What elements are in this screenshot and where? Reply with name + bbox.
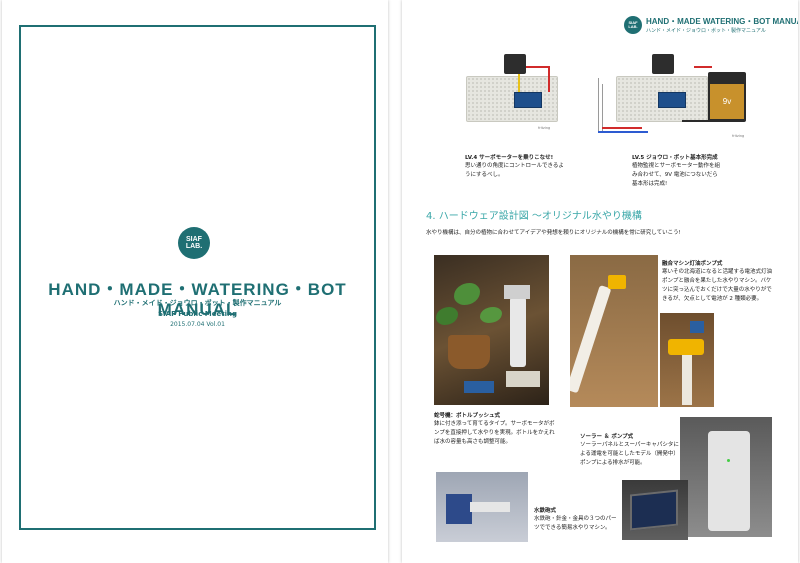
probe-wire xyxy=(598,78,599,132)
cover-frame: SIAF LAB. HAND・MADE・WATERING・BOT MANUAL … xyxy=(19,25,376,530)
red-wire xyxy=(602,127,642,129)
fritzing-label: fritzing xyxy=(732,134,745,138)
pump-handle xyxy=(668,339,704,355)
plant-leaf xyxy=(454,283,480,305)
breadboard xyxy=(506,371,540,387)
arduino-board xyxy=(514,92,542,108)
photo-bottle-push xyxy=(434,255,549,405)
note-lv5-body: 植物監視とサーボモーター動作を組 み合わせて、9V 電池につないだら 基本形は完… xyxy=(632,163,721,187)
photo-water-pistol xyxy=(436,472,528,542)
caption-water-pistol-title: 水鉄砲式 xyxy=(534,508,557,514)
fritzing-label: fritzing xyxy=(538,126,551,130)
header-logo-text-1: SIAF xyxy=(628,20,638,25)
pump-housing xyxy=(708,431,750,531)
header-subtitle: ハンド・メイド・ジョウロ・ボット・製作マニュアル xyxy=(646,28,766,34)
arduino-board xyxy=(464,381,494,393)
caption-kerosene-body: 寒いその北海道になると活躍する電池式灯油 ポンプと融合を果たした水やりマシン。バ… xyxy=(662,269,773,302)
servo-bracket xyxy=(446,494,472,524)
red-wire xyxy=(694,66,712,68)
cover-date: 2015.07.04 Vol.01 xyxy=(170,321,225,328)
arduino-board xyxy=(690,321,704,333)
header-logo: SIAF LAB. xyxy=(624,16,642,34)
status-led xyxy=(727,459,730,462)
siaf-lab-logo: SIAF LAB. xyxy=(178,227,210,259)
cover-title: HAND・MADE・WATERING・BOT MANUAL xyxy=(48,280,347,319)
probe-wire xyxy=(602,84,603,132)
header-title: HAND・MADE WATERING・BOT MANUAL xyxy=(646,17,798,26)
section-heading: 4. ハードウェア設計図 〜オリジナル水やり機構 xyxy=(426,211,642,222)
red-wire xyxy=(548,66,550,92)
breadboard xyxy=(466,76,558,122)
pump-head xyxy=(608,275,626,289)
yellow-wire xyxy=(518,74,520,92)
caption-kerosene-title: 融合マシン灯油ポンプ式 xyxy=(662,261,723,267)
note-lv5-title: LV.5 ジョウロ・ボット基本形完成 xyxy=(632,155,718,161)
arduino-board xyxy=(658,92,686,108)
black-wire xyxy=(682,120,712,122)
section-intro: 水やり機構は、自分の植物に合わせてアイデアや発想を頼りにオリジナルの機構を常に研… xyxy=(426,230,681,236)
note-lv4-body: 思い通りの角度にコントロールできるよ うにするべし。 xyxy=(465,163,564,178)
cover-subtitle: ハンド・メイド・ジョウロ・ボット・製作マニュアル xyxy=(113,299,282,307)
caption-water-pistol-body: 水鉄砲・針金・金具の３つのパー ツでできる簡易水やりマシン。 xyxy=(534,516,617,531)
blue-wire xyxy=(598,131,648,133)
battery-label: 9v xyxy=(710,84,744,119)
caption-bottle-push-body: 鉢に付き添って育てるタイプ。サーボモータがボ ンプを直接押して水やりを実現。ボト… xyxy=(434,421,555,445)
photo-kerosene-pump xyxy=(570,255,658,407)
logo-text-line-1: SIAF xyxy=(186,236,202,243)
plant-pot xyxy=(448,335,490,369)
servo-motor xyxy=(652,54,674,74)
header-logo-text-2: LAB. xyxy=(628,24,638,29)
pump-tube xyxy=(682,355,692,405)
servo-motor xyxy=(504,54,526,74)
plant-leaf xyxy=(480,307,502,323)
solar-panel xyxy=(630,489,678,531)
logo-text-line-2: LAB. xyxy=(185,243,203,250)
9v-battery: 9v xyxy=(708,72,746,122)
caption-bottle-push-title: 蛇号機：ボトルプッシュ式 xyxy=(434,413,501,419)
photo-solar-panel xyxy=(622,480,688,540)
caption-solar-body: ソーラーパネルとスーパーキャパシタに よる運電を可能としたモデル（開発中） ポン… xyxy=(580,442,679,466)
note-lv4-title: LV.4 サーボモーターを乗りこなせ! xyxy=(465,155,554,161)
photo-solar-pump xyxy=(680,417,772,537)
pump-tube xyxy=(570,285,612,394)
cover-event: SIAF Public Meeting xyxy=(158,310,237,318)
cover-page: SIAF LAB. HAND・MADE・WATERING・BOT MANUAL … xyxy=(2,0,388,563)
caption-solar-title: ソーラー ＆ ポンプ式 xyxy=(580,434,634,440)
plant-leaf xyxy=(436,307,458,325)
servo-mount xyxy=(504,285,530,299)
red-wire xyxy=(526,66,548,68)
photo-kerosene-pump-detail xyxy=(660,313,714,407)
water-bottle xyxy=(510,297,526,367)
content-page: SIAF LAB. HAND・MADE WATERING・BOT MANUAL … xyxy=(402,0,798,563)
water-pistol xyxy=(470,502,510,512)
